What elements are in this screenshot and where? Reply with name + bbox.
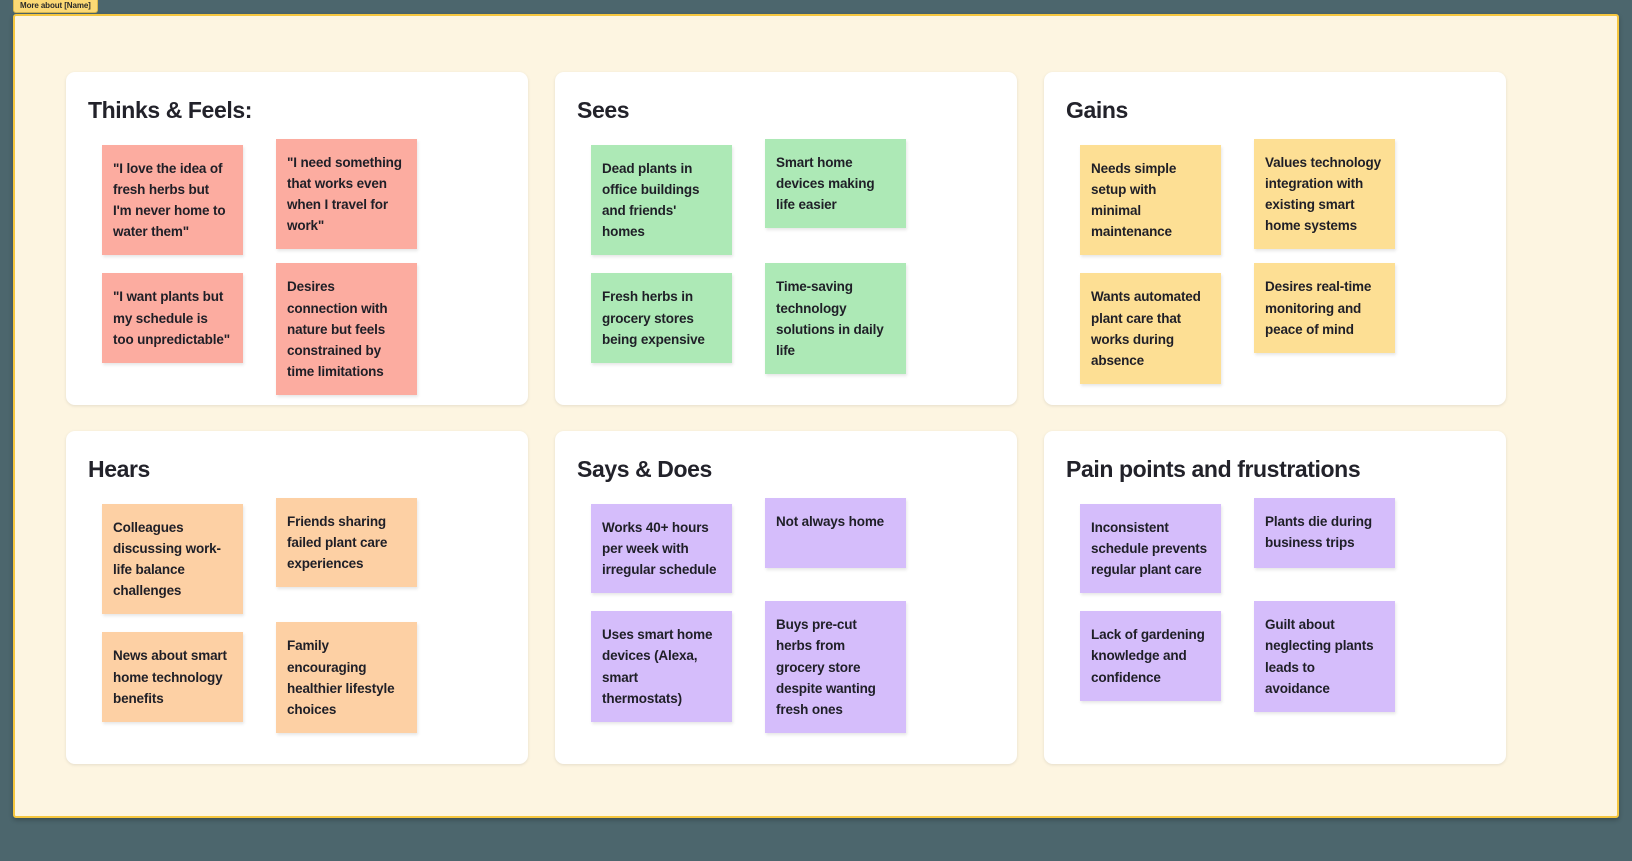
- browser-tab-strip: More about [Name]: [0, 0, 1632, 14]
- sticky-note[interactable]: Friends sharing failed plant care experi…: [276, 498, 417, 588]
- note-list: Dead plants in office buildings and frie…: [591, 139, 987, 374]
- panel-hears[interactable]: Hears Colleagues discussing work-life ba…: [66, 431, 528, 764]
- panel-title: Pain points and frustrations: [1066, 456, 1361, 482]
- sticky-note[interactable]: Family encouraging healthier lifestyle c…: [276, 622, 417, 733]
- panel-says-and-does[interactable]: Says & Does Works 40+ hours per week wit…: [555, 431, 1017, 764]
- sticky-note[interactable]: Fresh herbs in grocery stores being expe…: [591, 273, 732, 363]
- sticky-note[interactable]: Works 40+ hours per week with irregular …: [591, 504, 732, 594]
- sticky-note[interactable]: Wants automated plant care that works du…: [1080, 273, 1221, 384]
- sticky-note[interactable]: Time-saving technology solutions in dail…: [765, 263, 906, 374]
- note-list: Works 40+ hours per week with irregular …: [591, 498, 987, 733]
- sticky-note[interactable]: Uses smart home devices (Alexa, smart th…: [591, 611, 732, 722]
- sticky-note[interactable]: Values technology integration with exist…: [1254, 139, 1395, 250]
- sticky-note[interactable]: Desires connection with nature but feels…: [276, 263, 417, 395]
- sticky-note[interactable]: Dead plants in office buildings and frie…: [591, 145, 732, 256]
- sticky-note[interactable]: Desires real-time monitoring and peace o…: [1254, 263, 1395, 353]
- panel-title: Thinks & Feels:: [88, 97, 252, 123]
- sticky-note[interactable]: Buys pre-cut herbs from grocery store de…: [765, 601, 906, 733]
- empathy-map-grid: Thinks & Feels: "I love the idea of fres…: [66, 72, 1506, 764]
- note-list: Colleagues discussing work-life balance …: [102, 498, 498, 733]
- tab-label: More about [Name]: [20, 1, 91, 10]
- sticky-note[interactable]: News about smart home technology benefit…: [102, 632, 243, 722]
- sticky-note[interactable]: "I need something that works even when I…: [276, 139, 417, 250]
- empathy-map-page: Thinks & Feels: "I love the idea of fres…: [13, 14, 1619, 818]
- panel-sees[interactable]: Sees Dead plants in office buildings and…: [555, 72, 1017, 405]
- sticky-note[interactable]: Plants die during business trips: [1254, 498, 1395, 569]
- tab-more-about-name[interactable]: More about [Name]: [13, 0, 98, 13]
- panel-title: Sees: [577, 97, 630, 123]
- sticky-note[interactable]: Guilt about neglecting plants leads to a…: [1254, 601, 1395, 712]
- panel-title: Says & Does: [577, 456, 712, 482]
- sticky-note[interactable]: "I want plants but my schedule is too un…: [102, 273, 243, 363]
- panel-pain-points-and-frustrations[interactable]: Pain points and frustrations Inconsisten…: [1044, 431, 1506, 764]
- note-list: Inconsistent schedule prevents regular p…: [1080, 498, 1476, 712]
- sticky-note[interactable]: Inconsistent schedule prevents regular p…: [1080, 504, 1221, 594]
- note-list: Needs simple setup with minimal maintena…: [1080, 139, 1476, 384]
- panel-title: Hears: [88, 456, 150, 482]
- sticky-note[interactable]: Lack of gardening knowledge and confiden…: [1080, 611, 1221, 701]
- sticky-note[interactable]: Smart home devices making life easier: [765, 139, 906, 229]
- panel-gains[interactable]: Gains Needs simple setup with minimal ma…: [1044, 72, 1506, 405]
- sticky-note[interactable]: Not always home: [765, 498, 906, 569]
- panel-thinks-and-feels[interactable]: Thinks & Feels: "I love the idea of fres…: [66, 72, 528, 405]
- panel-title: Gains: [1066, 97, 1128, 123]
- sticky-note[interactable]: Colleagues discussing work-life balance …: [102, 504, 243, 615]
- note-list: "I love the idea of fresh herbs but I'm …: [102, 139, 498, 395]
- sticky-note[interactable]: Needs simple setup with minimal maintena…: [1080, 145, 1221, 256]
- sticky-note[interactable]: "I love the idea of fresh herbs but I'm …: [102, 145, 243, 256]
